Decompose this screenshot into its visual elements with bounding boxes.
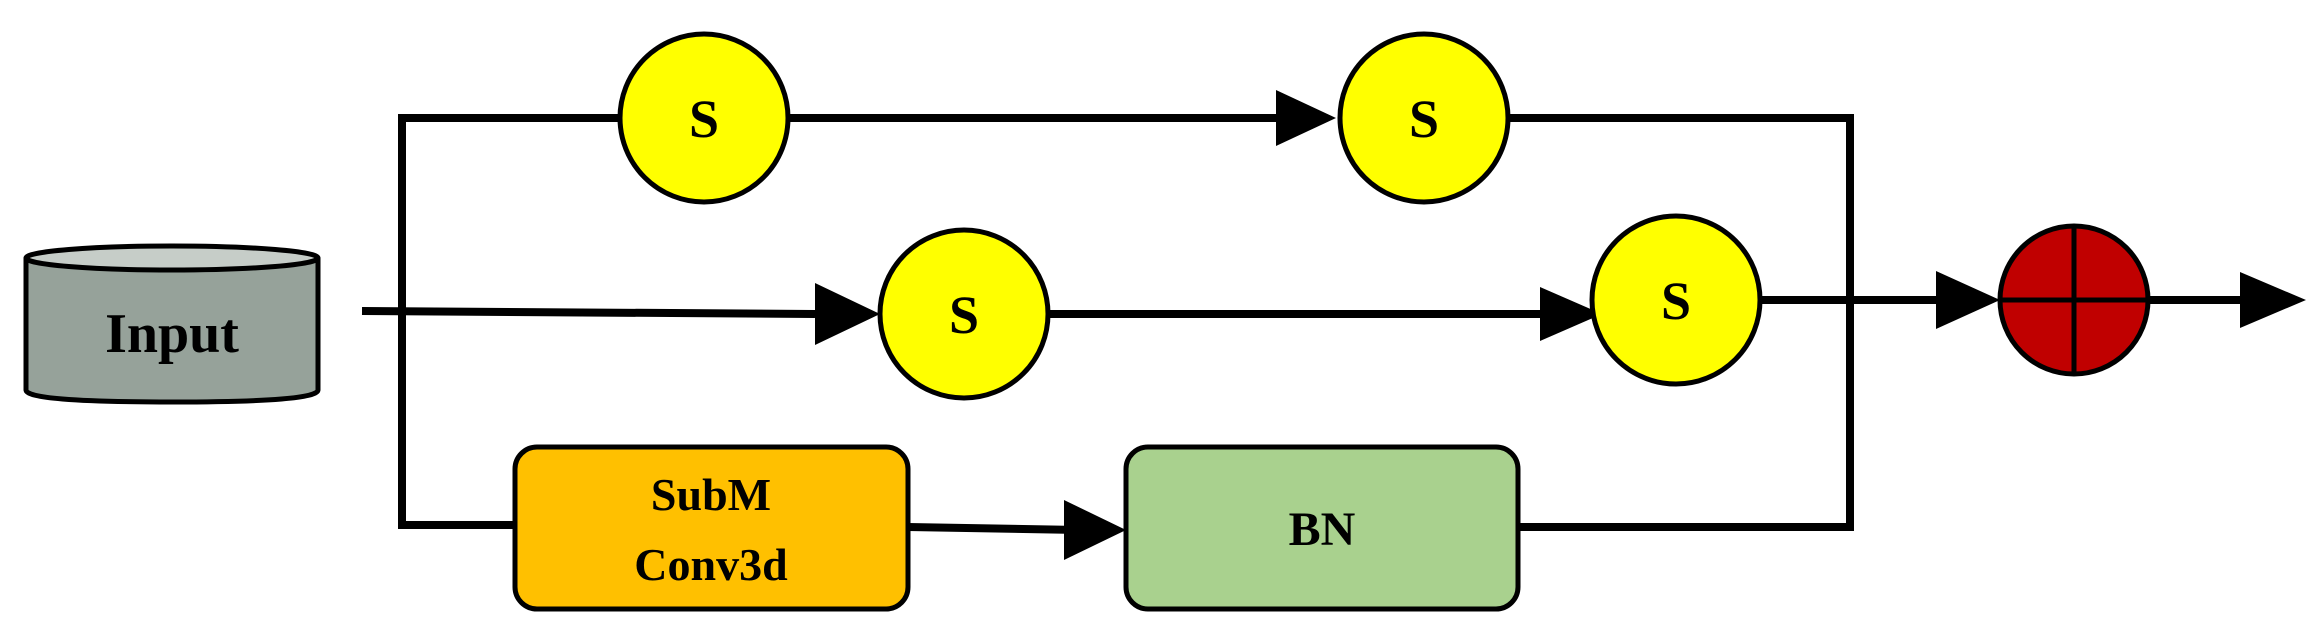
s-node-top-left: S (617, 31, 791, 205)
arrowhead-sum-icon (1936, 271, 2000, 329)
arrowheads (815, 90, 2306, 560)
s-node-mid-left: S (877, 227, 1051, 401)
s-label: S (1661, 271, 1691, 331)
s-circle (1337, 31, 1511, 205)
connectors (361, 114, 2250, 534)
sum-node (1997, 223, 2151, 377)
s-circle (1589, 213, 1763, 387)
arrowhead-bn-icon (1064, 500, 1126, 560)
input-node: Input (23, 243, 321, 405)
s-label: S (1409, 89, 1439, 149)
s-node-top-right: S (1337, 31, 1511, 205)
edge-s-top-right-to-bus-right (1510, 114, 1854, 527)
bn-box (1123, 444, 1521, 612)
s-node-mid-right: S (1589, 213, 1763, 387)
s-label: S (949, 285, 979, 345)
s-circle (617, 31, 791, 205)
subm-conv3d-node: SubM Conv3d (512, 444, 911, 612)
s-label: S (689, 89, 719, 149)
input-cylinder-top (23, 243, 321, 273)
arrowhead-s-top-right-icon (1276, 90, 1336, 146)
arrowhead-s-mid-left-icon (815, 283, 880, 345)
input-cylinder-icon (23, 258, 321, 405)
bn-node: BN (1123, 444, 1521, 612)
bn-label: BN (1289, 503, 1356, 556)
edge-input-to-s-mid-left (361, 307, 816, 318)
edge-subm-to-bn (907, 523, 1081, 534)
arrowhead-s-mid-right-icon (1540, 287, 1602, 341)
arrowhead-output-icon (2240, 272, 2306, 328)
subm-conv3d-label-line1: SubM (651, 469, 771, 520)
subm-conv3d-label-line2: Conv3d (634, 539, 788, 590)
input-label: Input (105, 303, 239, 365)
s-circle (877, 227, 1051, 401)
subm-conv3d-box (512, 444, 911, 612)
